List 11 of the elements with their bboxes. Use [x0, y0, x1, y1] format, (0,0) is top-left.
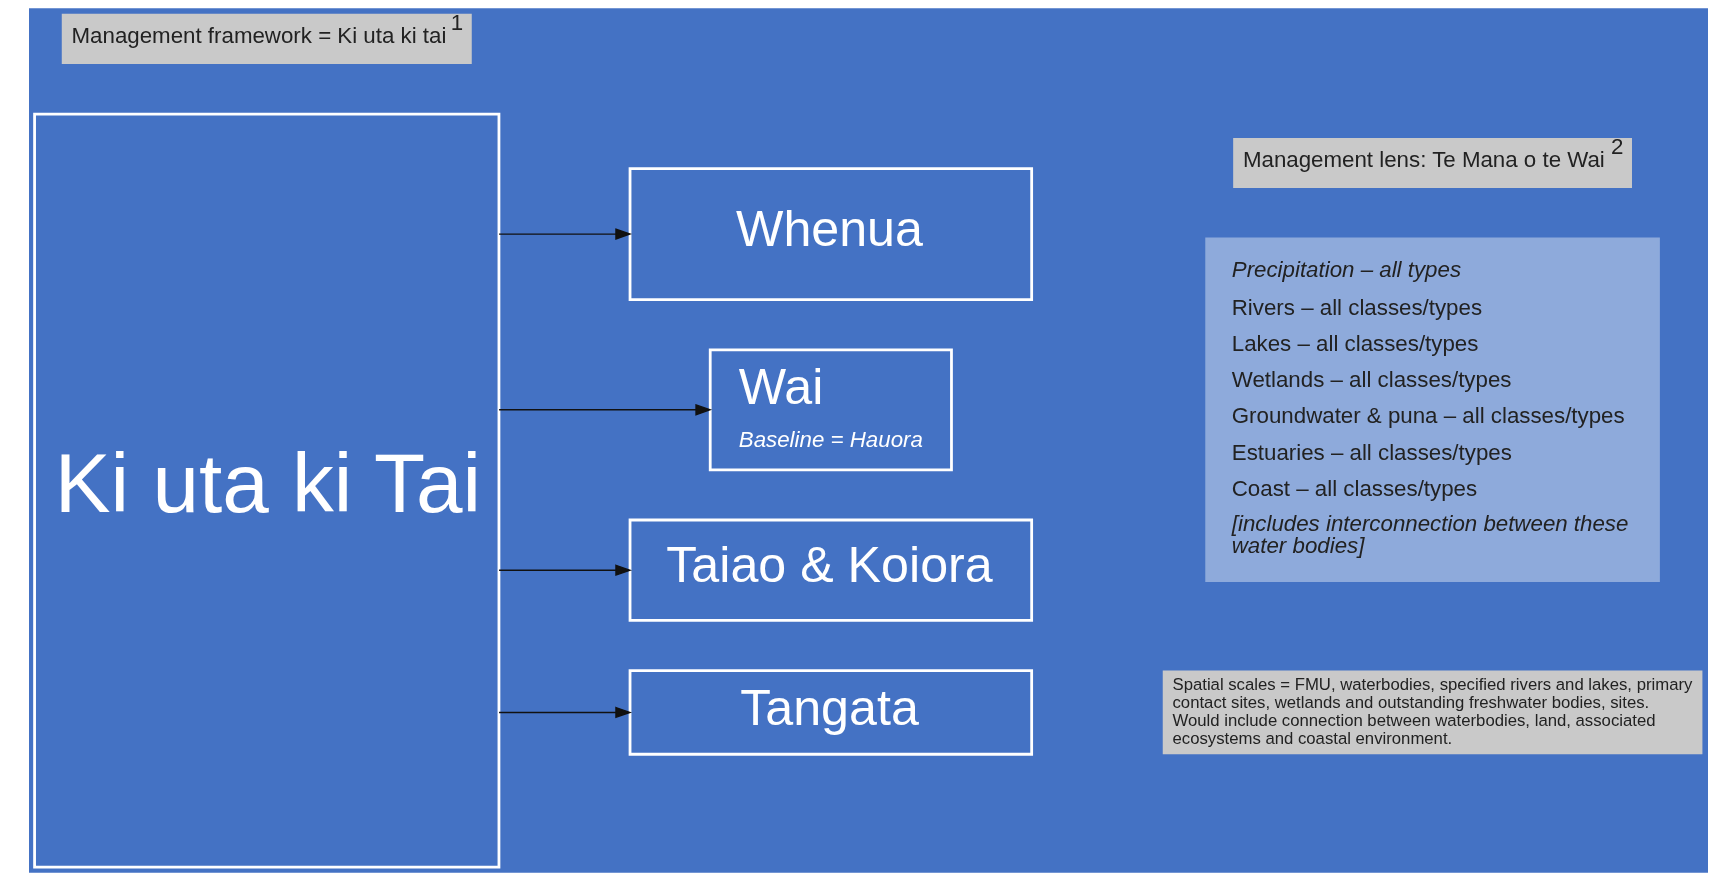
node-box: Taiao & Koiora — [628, 518, 1033, 622]
node-box: Wai Baseline = Hauora — [708, 348, 953, 472]
node-box: Whenua — [628, 167, 1033, 302]
node-box: Tangata — [628, 669, 1033, 756]
node-box: Ki uta ki Tai — [32, 112, 500, 869]
node-box: Precipitation – all types Rivers – all classes/types Lakes – all classes/types Wetlands – all classes/types Groundwater & puna – all classes/types Estuaries – all classes/types Coast – all classes/types [includes interconnection between these water bodies] — [1204, 237, 1660, 583]
arrow — [497, 706, 632, 719]
arrow — [497, 403, 712, 416]
arrow — [497, 564, 632, 577]
arrow — [497, 228, 632, 240]
label: Spatial scales = FMU, waterbodies, specified rivers and lakes, primary contact sites, wetlands and outstanding freshwater bodies, sites. Would include connection between waterbodies, land, associated ecosystems and coastal environment. — [1172, 674, 1692, 748]
